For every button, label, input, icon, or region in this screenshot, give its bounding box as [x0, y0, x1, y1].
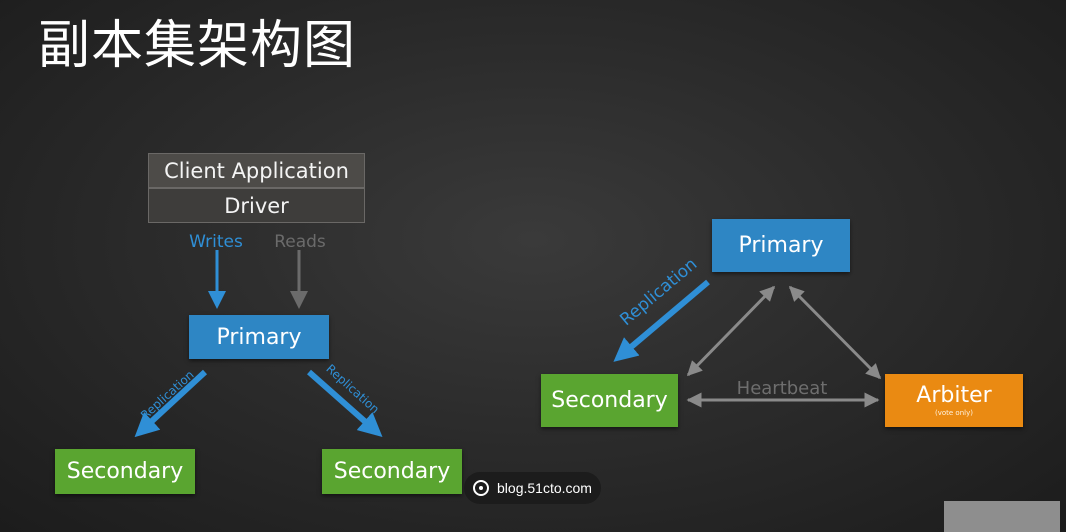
- writes-label: Writes: [189, 232, 243, 252]
- driver-label: Driver: [224, 193, 289, 218]
- replication-label: Replication: [616, 254, 701, 330]
- driver-box: Driver: [148, 188, 365, 223]
- globe-icon: [473, 480, 490, 496]
- client-application-box: Client Application: [148, 153, 365, 188]
- secondary-node-left: Secondary: [55, 449, 195, 494]
- watermark-badge: blog.51cto.com: [464, 472, 601, 504]
- corner-overlay: [944, 501, 1060, 532]
- heartbeat-arrow-right: [788, 285, 882, 380]
- secondary-label: Secondary: [551, 388, 668, 413]
- replication-label-left: Replication: [138, 368, 197, 423]
- replication-arrow-right: [307, 369, 383, 437]
- secondary-label: Secondary: [333, 459, 451, 484]
- replication-arrow-left: [134, 369, 208, 438]
- arbiter-label: Arbiter: [916, 383, 992, 408]
- primary-node-right: Primary: [712, 219, 850, 272]
- page-title: 副本集架构图: [38, 16, 357, 76]
- primary-label: Primary: [216, 324, 302, 350]
- secondary-node-right: Secondary: [322, 449, 462, 494]
- secondary-label: Secondary: [66, 459, 184, 484]
- reads-label: Reads: [274, 232, 326, 252]
- secondary-node: Secondary: [541, 374, 678, 427]
- client-application-label: Client Application: [164, 158, 349, 183]
- heartbeat-arrow-left: [686, 285, 776, 377]
- watermark-text: blog.51cto.com: [497, 480, 592, 496]
- primary-node-left: Primary: [189, 315, 329, 359]
- heartbeat-label: Heartbeat: [737, 378, 828, 399]
- primary-label: Primary: [738, 233, 824, 258]
- arbiter-note: (vote only): [935, 409, 973, 417]
- arbiter-node: Arbiter (vote only): [885, 374, 1023, 427]
